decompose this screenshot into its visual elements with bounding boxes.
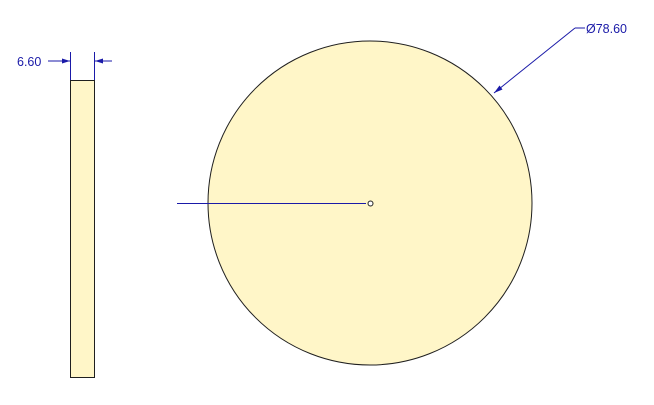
thickness-dimension[interactable]: 6.60 (17, 52, 112, 80)
diameter-leader (493, 27, 576, 94)
diameter-dimension[interactable]: Ø78.60 (493, 22, 627, 94)
side-view (70, 80, 95, 378)
center-point (367, 200, 374, 207)
front-view (177, 40, 533, 366)
arrowhead-left (62, 58, 70, 64)
diameter-arrowhead (494, 85, 503, 93)
side-view-body[interactable] (70, 80, 95, 378)
thickness-value: 6.60 (17, 55, 41, 69)
diameter-value: Ø78.60 (586, 22, 627, 36)
arrowhead-right (95, 58, 103, 64)
